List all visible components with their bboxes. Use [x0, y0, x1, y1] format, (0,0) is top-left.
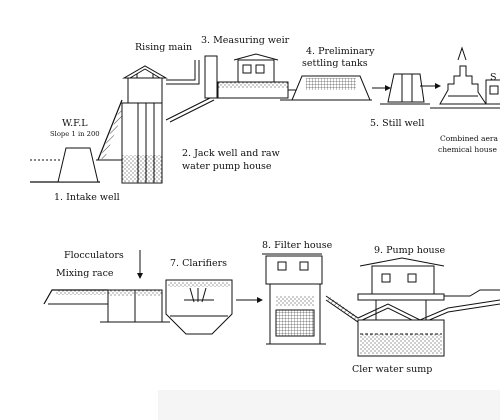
label-flocculators: Flocculators [64, 250, 124, 261]
jack-well [121, 65, 168, 184]
label-preliminary-settling-2: settling tanks [302, 58, 368, 69]
label-filter-house: 8. Filter house [262, 240, 333, 251]
preliminary-settling-tank [280, 75, 372, 101]
label-clarifiers: 7. Clarifiers [170, 258, 228, 269]
label-mixing-race: Mixing race [56, 268, 114, 279]
pipe-gallery [325, 295, 500, 325]
label-wfl: W.F.L [62, 118, 88, 129]
rising-main-pipe [166, 60, 200, 85]
clarifier [165, 279, 233, 335]
label-cut-s: S [490, 72, 497, 83]
label-jack-well-1: 2. Jack well and raw [182, 148, 280, 159]
intake-well [30, 147, 99, 183]
label-intake-well: 1. Intake well [54, 192, 120, 203]
measuring-weir [204, 53, 289, 99]
label-slope: Slope 1 in 200 [50, 130, 100, 138]
label-rising-main: Rising main [135, 42, 193, 53]
label-preliminary-settling-1: 4. Preliminary [306, 46, 375, 57]
flocculator-tank [100, 289, 170, 323]
filter-house [262, 253, 326, 345]
pump-house [357, 257, 445, 330]
label-measuring-weir: 3. Measuring weir [201, 35, 290, 46]
label-combined-aeration-2: chemical house [438, 145, 497, 154]
label-combined-aeration-1: Combined aera [440, 134, 498, 143]
cascade-aerator [439, 46, 487, 105]
river-bank-slope [96, 99, 125, 161]
label-jack-well-2: water pump house [182, 161, 272, 172]
label-still-well: 5. Still well [370, 118, 425, 129]
label-pump-house: 9. Pump house [374, 245, 446, 256]
mixing-race [43, 289, 108, 305]
chemical-house [430, 79, 500, 109]
still-well [380, 73, 430, 105]
label-clear-water-sump: Cler water sump [352, 364, 433, 375]
clear-water-sump [357, 319, 445, 357]
